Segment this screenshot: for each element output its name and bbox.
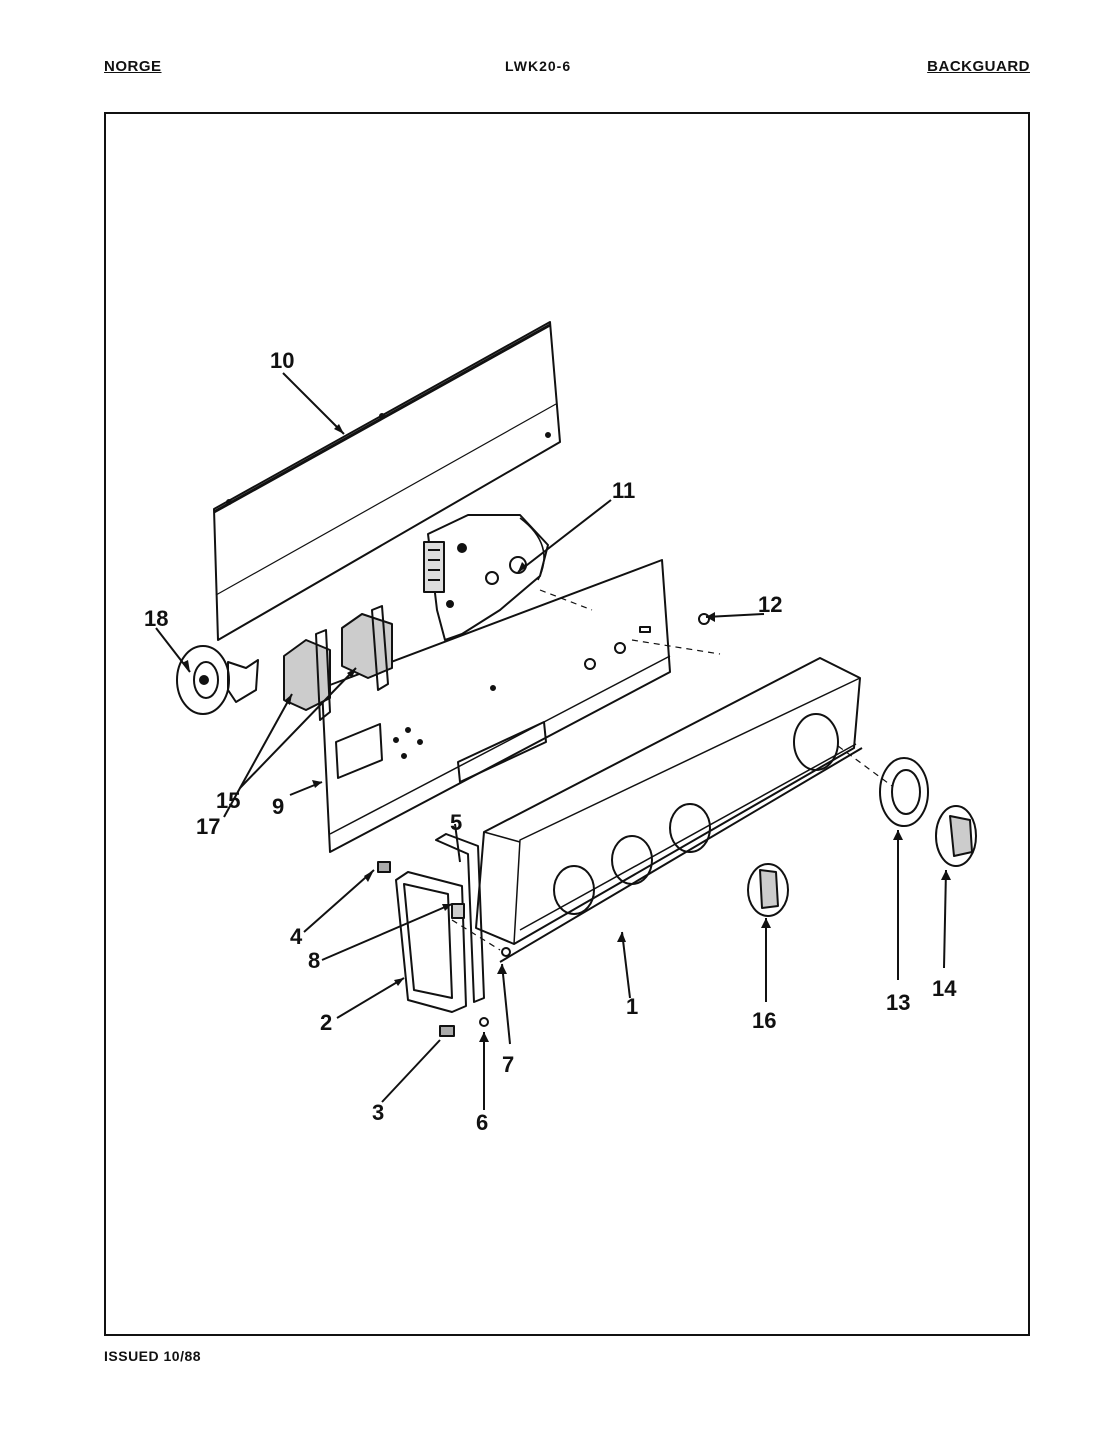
clip-part-top — [377, 861, 391, 873]
callout-3: 3 — [372, 1100, 384, 1125]
screw-part-b — [501, 947, 511, 957]
callout-16: 16 — [752, 1008, 776, 1033]
alignment-lines — [451, 589, 893, 951]
console-panel-part — [321, 559, 671, 853]
model-number: LWK20-6 — [505, 58, 572, 74]
callout-6: 6 — [476, 1110, 488, 1135]
callout-9: 9 — [272, 794, 284, 819]
small-knob-part — [747, 863, 789, 917]
callout-12: 12 — [758, 592, 782, 617]
section-title: BACKGUARD — [927, 58, 1030, 75]
callout-13: 13 — [886, 990, 910, 1015]
leader-lines — [155, 372, 947, 1110]
screw-part — [479, 1017, 489, 1027]
diagram-frame — [104, 112, 1030, 1336]
timer-part — [423, 514, 549, 641]
trim-strip-part — [435, 833, 485, 1003]
callout-18: 18 — [144, 606, 168, 631]
rear-panel-part — [213, 321, 561, 641]
clip-part-bottom — [439, 1025, 455, 1037]
callout-5: 5 — [450, 810, 462, 835]
push-switch-part-b — [341, 605, 393, 691]
nut-part — [698, 613, 710, 625]
callout-11: 11 — [612, 478, 635, 503]
callout-17: 17 — [196, 814, 220, 839]
large-knob-part — [935, 805, 977, 867]
callout-2: 2 — [320, 1010, 332, 1035]
selector-switch-part — [176, 645, 259, 715]
issue-date: ISSUED 10/88 — [104, 1348, 202, 1364]
callout-1: 1 — [626, 994, 638, 1019]
callout-7: 7 — [502, 1052, 514, 1077]
callout-14: 14 — [932, 976, 957, 1001]
end-cap-part — [395, 871, 467, 1013]
dial-ring-part — [879, 757, 929, 827]
callout-4: 4 — [290, 924, 303, 949]
callout-15: 15 — [216, 788, 240, 813]
leader-arrowheads — [182, 424, 951, 1042]
push-switch-part — [283, 629, 331, 721]
callout-10: 10 — [270, 348, 294, 373]
callout-8: 8 — [308, 948, 320, 973]
front-console-part — [475, 657, 863, 963]
brand-label: NORGE — [104, 58, 162, 75]
